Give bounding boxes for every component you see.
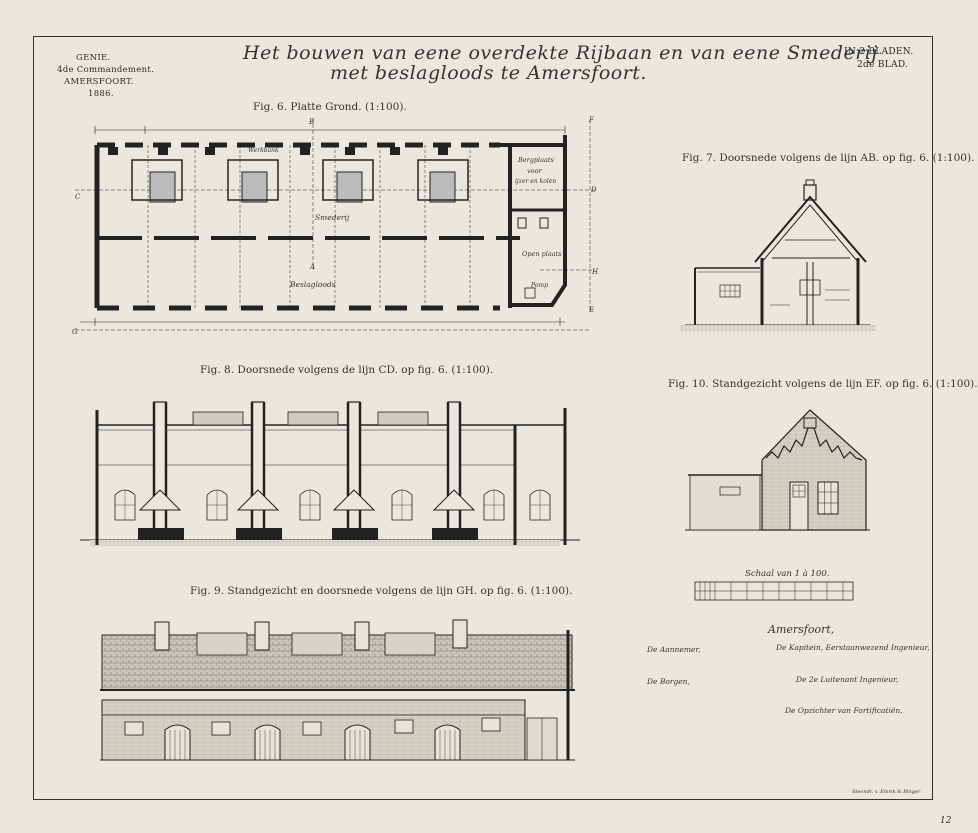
fig8-section-cd <box>80 401 580 546</box>
plan-letter-G: G <box>72 328 78 336</box>
plan-letter-F: F <box>589 116 594 124</box>
plan-label-bergplaats: Bergplaats <box>518 156 554 164</box>
signature-aannemer: De Aannemer, <box>647 645 701 654</box>
signature-place: Amersfoort, <box>768 623 835 636</box>
fig9-elevation-gh <box>100 619 575 761</box>
plan-letter-B: B <box>309 118 315 126</box>
plan-letter-E: E <box>589 306 595 314</box>
main-title-line2: met beslagloods te Amersfoort. <box>330 62 647 84</box>
signature-borgen: De Borgen, <box>647 677 690 686</box>
plan-letter-H: H <box>592 268 599 276</box>
printer-mark: Steendr. v. Emrik & Binger <box>852 789 921 795</box>
header-genie: GENIE. <box>76 53 111 63</box>
plan-label-bergplaats-2: voor <box>527 167 542 175</box>
fig7-caption: Fig. 7. Doorsnede volgens de lijn AB. op… <box>682 152 975 164</box>
plan-label-smederij: Smederij <box>315 213 350 222</box>
plan-label-bergplaats-3: ijzer en kolen <box>515 178 557 185</box>
plan-letter-A: A <box>310 263 316 271</box>
fig10-elevation-ef <box>685 409 870 531</box>
fig8-caption: Fig. 8. Doorsnede volgens de lijn CD. op… <box>200 364 494 376</box>
scale-title: Schaal van 1 à 100. <box>745 569 830 579</box>
signature-opzichter: De Opzichter van Fortificatiën, <box>785 706 903 715</box>
main-title-line1: Het bouwen van eene overdekte Rijbaan en… <box>243 42 878 64</box>
plan-label-beslagloods: Beslagloods <box>290 280 336 289</box>
plan-letter-C: C <box>75 193 81 201</box>
header-amersfoort: AMERSFOORT. <box>64 77 134 87</box>
scale-bar <box>694 581 854 601</box>
border-frame <box>33 36 933 800</box>
header-year: 1886. <box>88 89 114 99</box>
plan-label-open-plaats: Open plaats <box>522 250 562 258</box>
header-bladen: IN 2 BLADEN. <box>844 47 914 57</box>
signature-luitenant: De 2e Luitenant Ingenieur, <box>796 675 899 684</box>
header-blad: 2de BLAD. <box>857 60 909 70</box>
fig6-caption: Fig. 6. Platte Grond. (1:100). <box>253 101 407 113</box>
plan-label-pomp: Pomp <box>531 282 548 289</box>
fig10-caption: Fig. 10. Standgezicht volgens de lijn EF… <box>668 378 978 390</box>
sheet-number: 12 <box>940 816 952 826</box>
signature-kapitein: De Kapitein, Eerstaanwezend Ingenieur, <box>776 643 930 652</box>
header-commandement: 4de Commandement. <box>57 65 155 75</box>
fig6-floor-plan <box>75 118 595 331</box>
fig7-section-ab <box>680 179 875 331</box>
fig9-caption: Fig. 9. Standgezicht en doorsnede volgen… <box>190 585 573 597</box>
plan-label-werkbank: Werkbank <box>248 147 279 154</box>
